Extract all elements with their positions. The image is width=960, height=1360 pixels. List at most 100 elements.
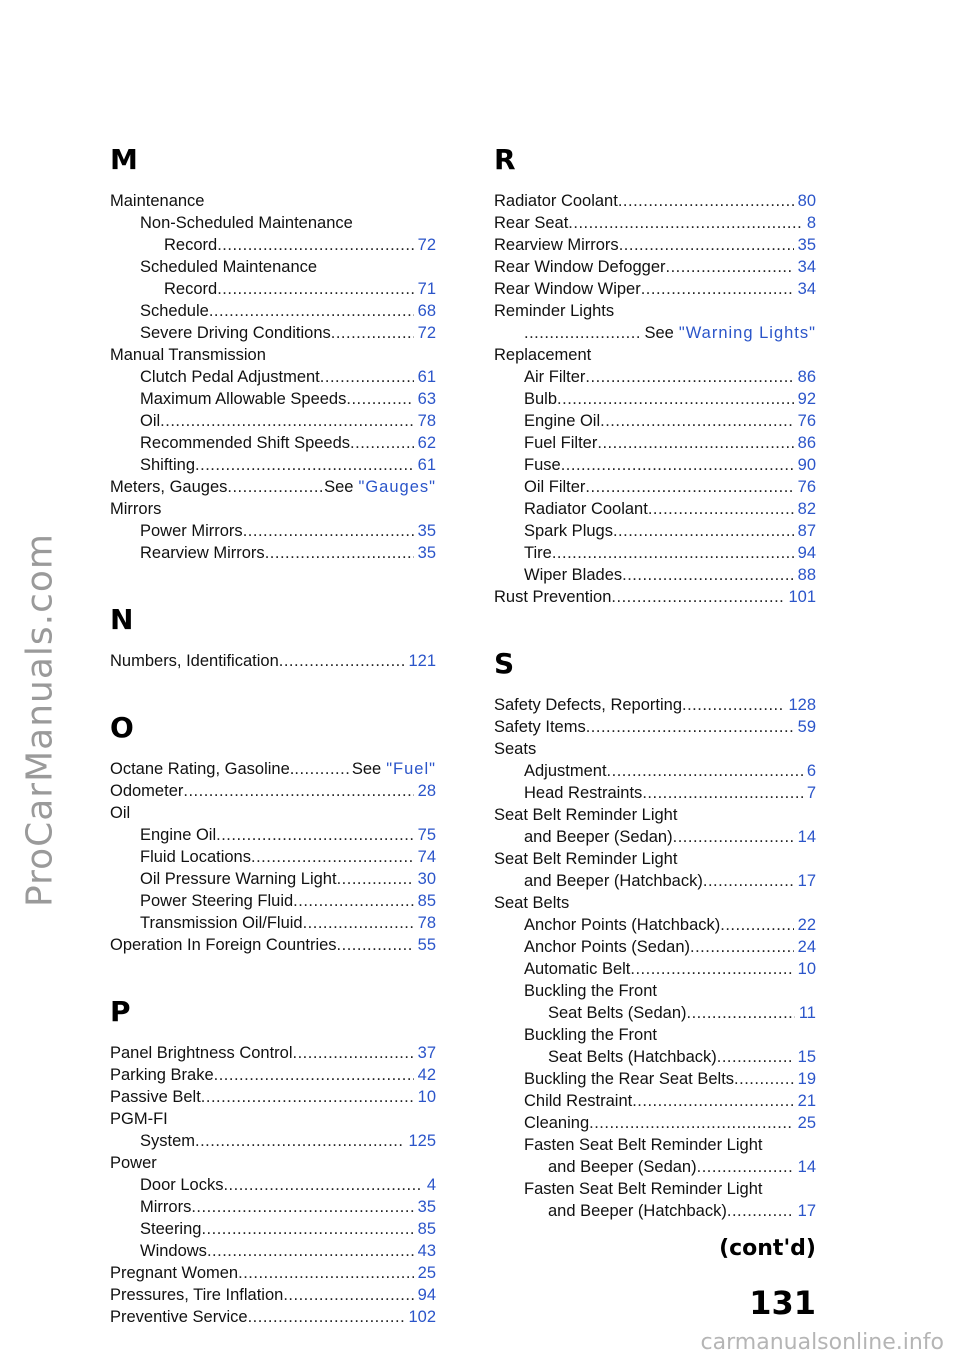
index-entry[interactable]: Seat Belts (Sedan)11 — [494, 1002, 816, 1024]
page-link[interactable]: 68 — [417, 302, 436, 320]
page-link[interactable]: 35 — [797, 236, 816, 254]
page-link[interactable]: 94 — [797, 544, 816, 562]
index-entry[interactable]: Record71 — [110, 278, 436, 300]
page-link[interactable]: 28 — [417, 782, 436, 800]
page-link[interactable]: 85 — [417, 1220, 436, 1238]
index-entry[interactable]: Automatic Belt10 — [494, 958, 816, 980]
page-link[interactable]: 4 — [426, 1176, 436, 1194]
index-entry[interactable]: Safety Defects, Reporting128 — [494, 694, 816, 716]
page-link[interactable]: 14 — [797, 1158, 816, 1176]
page-link[interactable]: 22 — [797, 916, 816, 934]
page-link[interactable]: 101 — [788, 588, 816, 606]
index-entry[interactable]: Schedule68 — [110, 300, 436, 322]
page-link[interactable]: 92 — [797, 390, 816, 408]
page-link[interactable]: 30 — [417, 870, 436, 888]
index-entry[interactable]: Preventive Service102 — [110, 1306, 436, 1328]
index-entry[interactable]: Oil78 — [110, 410, 436, 432]
index-entry[interactable]: Tire94 — [494, 542, 816, 564]
index-entry[interactable]: Radiator Coolant82 — [494, 498, 816, 520]
page-link[interactable]: 11 — [798, 1004, 816, 1022]
page-link[interactable]: 6 — [806, 762, 816, 780]
page-link[interactable]: 125 — [408, 1132, 436, 1150]
index-entry[interactable]: and Beeper (Hatchback)17 — [494, 870, 816, 892]
page-link[interactable]: 71 — [417, 280, 436, 298]
page-link[interactable]: 78 — [417, 412, 436, 430]
page-link[interactable]: 61 — [417, 368, 436, 386]
cross-reference-link[interactable]: "Warning Lights" — [678, 324, 816, 342]
page-link[interactable]: 55 — [417, 936, 436, 954]
index-entry[interactable]: Cleaning25 — [494, 1112, 816, 1134]
page-link[interactable]: 15 — [797, 1048, 816, 1066]
cross-reference-link[interactable]: "Fuel" — [386, 760, 436, 778]
index-entry[interactable]: Passive Belt10 — [110, 1086, 436, 1108]
page-link[interactable]: 59 — [797, 718, 816, 736]
index-entry[interactable]: Fluid Locations74 — [110, 846, 436, 868]
index-entry[interactable]: Rearview Mirrors35 — [110, 542, 436, 564]
index-entry[interactable]: Safety Items59 — [494, 716, 816, 738]
index-entry[interactable]: Rear Seat8 — [494, 212, 816, 234]
page-link[interactable]: 86 — [797, 368, 816, 386]
index-entry[interactable]: Panel Brightness Control37 — [110, 1042, 436, 1064]
index-entry[interactable]: Anchor Points (Sedan)24 — [494, 936, 816, 958]
page-link[interactable]: 74 — [417, 848, 436, 866]
index-entry[interactable]: Fuse90 — [494, 454, 816, 476]
page-link[interactable]: 88 — [797, 566, 816, 584]
page-link[interactable]: 43 — [417, 1242, 436, 1260]
index-entry[interactable]: Power Mirrors35 — [110, 520, 436, 542]
page-link[interactable]: 85 — [417, 892, 436, 910]
index-entry[interactable]: Numbers, Identification121 — [110, 650, 436, 672]
index-entry[interactable]: Recommended Shift Speeds62 — [110, 432, 436, 454]
index-entry[interactable]: Steering85 — [110, 1218, 436, 1240]
index-entry[interactable]: Mirrors35 — [110, 1196, 436, 1218]
index-entry[interactable]: Power Steering Fluid85 — [110, 890, 436, 912]
index-entry[interactable]: Clutch Pedal Adjustment61 — [110, 366, 436, 388]
page-link[interactable]: 94 — [417, 1286, 436, 1304]
page-link[interactable]: 24 — [797, 938, 816, 956]
page-link[interactable]: 37 — [417, 1044, 436, 1062]
page-link[interactable]: 75 — [417, 826, 436, 844]
index-entry[interactable]: Rust Prevention101 — [494, 586, 816, 608]
page-link[interactable]: 34 — [797, 258, 816, 276]
index-entry[interactable]: Bulb92 — [494, 388, 816, 410]
page-link[interactable]: 87 — [797, 522, 816, 540]
page-link[interactable]: 7 — [806, 784, 816, 802]
index-entry[interactable]: Pregnant Women25 — [110, 1262, 436, 1284]
page-link[interactable]: 61 — [417, 456, 436, 474]
index-entry[interactable]: Spark Plugs87 — [494, 520, 816, 542]
page-link[interactable]: 121 — [408, 652, 436, 670]
index-entry[interactable]: Buckling the Rear Seat Belts19 — [494, 1068, 816, 1090]
index-entry[interactable]: and Beeper (Sedan)14 — [494, 1156, 816, 1178]
index-entry[interactable]: Operation In Foreign Countries55 — [110, 934, 436, 956]
page-link[interactable]: 102 — [408, 1308, 436, 1326]
index-entry[interactable]: Adjustment6 — [494, 760, 816, 782]
page-link[interactable]: 82 — [797, 500, 816, 518]
index-entry[interactable]: Radiator Coolant80 — [494, 190, 816, 212]
page-link[interactable]: 25 — [417, 1264, 436, 1282]
page-link[interactable]: 42 — [417, 1066, 436, 1084]
page-link[interactable]: 17 — [797, 872, 816, 890]
index-entry[interactable]: Air Filter86 — [494, 366, 816, 388]
page-link[interactable]: 21 — [797, 1092, 816, 1110]
index-entry[interactable]: Oil Pressure Warning Light30 — [110, 868, 436, 890]
page-link[interactable]: 76 — [797, 412, 816, 430]
index-entry[interactable]: and Beeper (Hatchback)17 — [494, 1200, 816, 1222]
index-entry[interactable]: Head Restraints7 — [494, 782, 816, 804]
cross-reference-link[interactable]: "Gauges" — [358, 478, 436, 496]
index-entry[interactable]: Transmission Oil/Fluid78 — [110, 912, 436, 934]
index-entry[interactable]: Rear Window Wiper34 — [494, 278, 816, 300]
index-entry[interactable]: Shifting61 — [110, 454, 436, 476]
page-link[interactable]: 8 — [806, 214, 816, 232]
index-entry[interactable]: Door Locks4 — [110, 1174, 436, 1196]
index-entry[interactable]: Child Restraint21 — [494, 1090, 816, 1112]
index-entry[interactable]: Rear Window Defogger34 — [494, 256, 816, 278]
index-entry[interactable]: Engine Oil75 — [110, 824, 436, 846]
index-entry[interactable]: Anchor Points (Hatchback)22 — [494, 914, 816, 936]
index-entry[interactable]: Seat Belts (Hatchback)15 — [494, 1046, 816, 1068]
page-link[interactable]: 90 — [797, 456, 816, 474]
index-entry[interactable]: Rearview Mirrors35 — [494, 234, 816, 256]
page-link[interactable]: 17 — [797, 1202, 816, 1220]
page-link[interactable]: 72 — [417, 324, 436, 342]
page-link[interactable]: 76 — [797, 478, 816, 496]
page-link[interactable]: 25 — [797, 1114, 816, 1132]
page-link[interactable]: 14 — [797, 828, 816, 846]
